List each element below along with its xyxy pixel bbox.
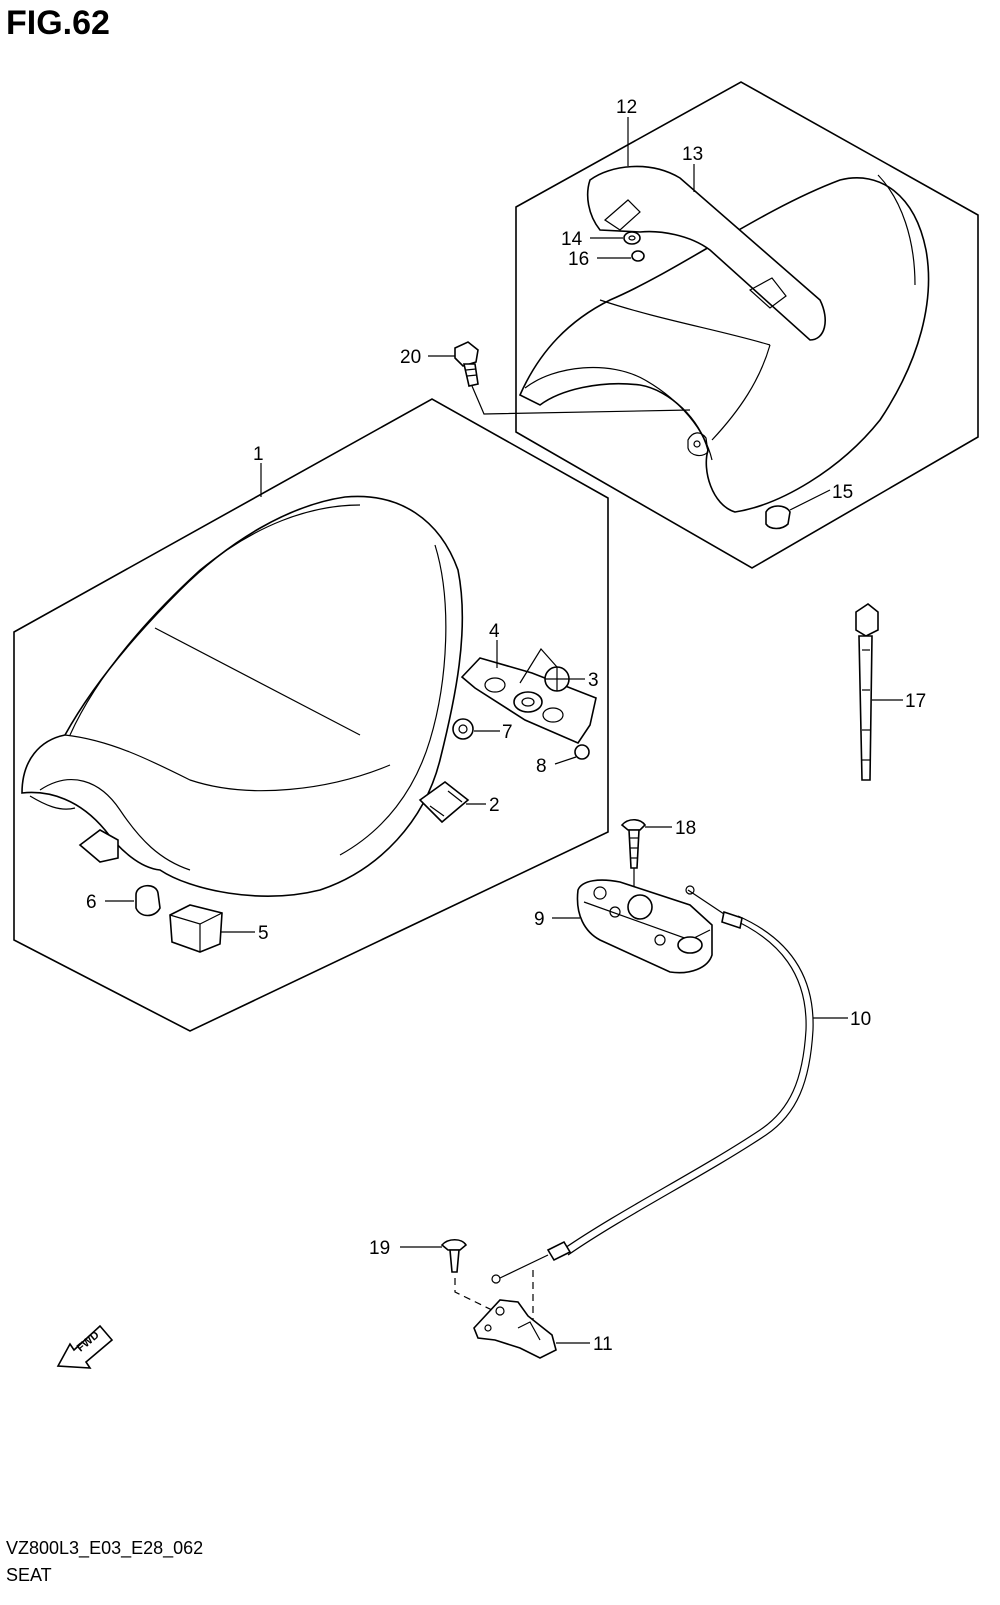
rear-seat-frame — [515, 81, 979, 569]
callout-9: 9 — [534, 909, 580, 930]
seat-damper[interactable] — [135, 884, 161, 917]
svg-text:16: 16 — [568, 249, 589, 270]
callout-1: 1 — [253, 444, 264, 497]
callout-2: 2 — [466, 795, 500, 816]
figure-code: VZ800L3_E03_E28_062 — [6, 1538, 204, 1558]
svg-text:20: 20 — [400, 347, 421, 368]
seat-cushion-block[interactable] — [169, 904, 223, 953]
seat-lock-cable[interactable] — [491, 910, 814, 1284]
callout-8: 8 — [536, 756, 577, 777]
svg-text:6: 6 — [86, 892, 97, 913]
nut-8[interactable] — [574, 744, 590, 760]
callout-15: 15 — [789, 482, 853, 511]
svg-text:13: 13 — [682, 144, 703, 165]
callout-5: 5 — [220, 923, 269, 944]
front-seat-frame — [13, 398, 609, 1032]
washer-14[interactable] — [623, 231, 641, 245]
callout-6: 6 — [86, 892, 134, 913]
cable-bracket[interactable] — [473, 1299, 557, 1359]
svg-text:5: 5 — [258, 923, 269, 944]
callout-17: 17 — [872, 691, 926, 712]
svg-text:12: 12 — [616, 97, 637, 118]
callout-4: 4 — [489, 621, 500, 668]
callout-11: 11 — [556, 1334, 613, 1355]
svg-text:8: 8 — [536, 756, 547, 777]
callout-16: 16 — [568, 249, 631, 270]
svg-text:2: 2 — [489, 795, 500, 816]
screw-18[interactable] — [620, 818, 647, 869]
svg-text:7: 7 — [502, 722, 513, 743]
seat-bracket[interactable] — [418, 780, 470, 824]
svg-text:17: 17 — [905, 691, 926, 712]
svg-text:19: 19 — [369, 1238, 390, 1259]
clamp-band[interactable] — [855, 603, 879, 781]
callout-10: 10 — [813, 1009, 871, 1030]
svg-text:3: 3 — [588, 670, 599, 691]
svg-text:11: 11 — [593, 1334, 613, 1355]
rear-seat[interactable] — [518, 165, 930, 513]
screw-19[interactable] — [440, 1238, 468, 1273]
callout-18: 18 — [633, 818, 696, 895]
callout-20: 20 — [400, 347, 691, 415]
bolt-20[interactable] — [454, 341, 479, 387]
svg-text:18: 18 — [675, 818, 696, 839]
callout-14: 14 — [561, 229, 623, 250]
figure-title: FIG.62 — [6, 4, 110, 42]
callout-7: 7 — [474, 722, 513, 743]
front-seat[interactable] — [21, 495, 464, 897]
svg-text:10: 10 — [850, 1009, 871, 1030]
svg-text:9: 9 — [534, 909, 545, 930]
fwd-arrow-icon: FWD — [56, 1324, 114, 1369]
cushion-15[interactable] — [765, 505, 791, 530]
figure-name: SEAT — [6, 1565, 52, 1585]
svg-text:14: 14 — [561, 229, 583, 250]
svg-text:4: 4 — [489, 621, 500, 642]
cushion-grommet[interactable] — [544, 666, 570, 692]
seat-stopper-plate[interactable] — [460, 657, 597, 745]
nut-16[interactable] — [631, 250, 645, 262]
svg-text:1: 1 — [253, 444, 264, 465]
callout-12: 12 — [616, 97, 637, 166]
svg-text:15: 15 — [832, 482, 853, 503]
callout-3: 3 — [519, 647, 599, 691]
callout-13: 13 — [682, 144, 703, 192]
nut-7[interactable] — [452, 718, 474, 740]
seat-lock-assy[interactable] — [576, 879, 731, 974]
